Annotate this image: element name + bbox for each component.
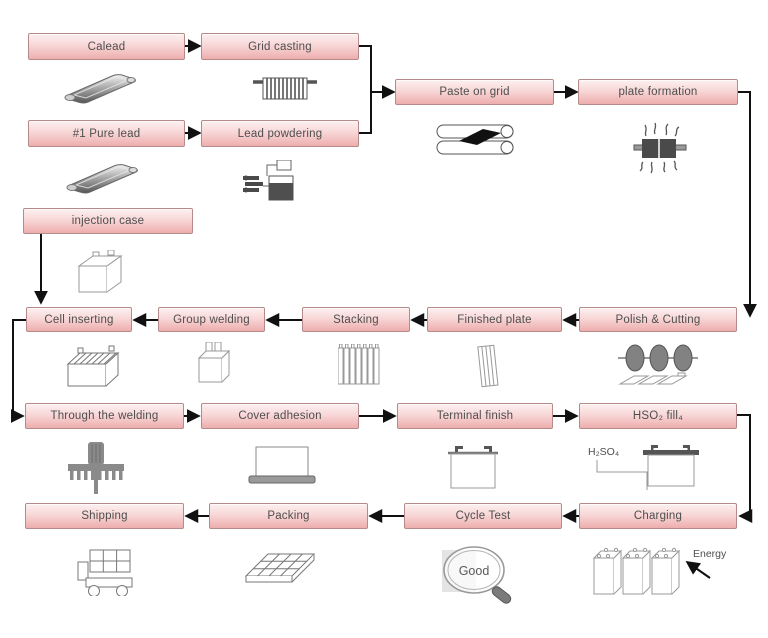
edge-cell-inserting-through-welding (10, 319, 26, 423)
node-packing: Packing (209, 503, 368, 529)
acid-fill-icon (596, 445, 699, 490)
node-plate-formation: plate formation (578, 79, 738, 105)
edge-plate-formation-polish-cutting (738, 91, 757, 318)
node-terminal-finish: Terminal finish (397, 403, 553, 429)
plate-stack-icon (338, 344, 380, 385)
node-lead-powdering: Lead powdering (201, 120, 359, 147)
powder-mill-icon (243, 160, 294, 201)
welding-tool-icon (68, 442, 124, 494)
welded-group-icon (197, 342, 231, 383)
node-cycle-test: Cycle Test (404, 503, 562, 529)
polishing-wheels-icon (618, 344, 698, 385)
cover-base-icon (248, 446, 316, 484)
pallet-icon (244, 553, 316, 583)
node-hso-fill: HSO₂ fill₄ (579, 403, 737, 429)
node-calead: Calead (28, 33, 185, 60)
magnifier-good-icon: Good (442, 546, 512, 604)
cast-grid-icon (253, 77, 317, 100)
edge-hso-fill-charging (737, 414, 753, 523)
battery-bank-icon (592, 547, 681, 595)
node-stacking: Stacking (302, 307, 410, 332)
node-through-welding: Through the welding (25, 403, 184, 429)
node-group-welding: Group welding (158, 307, 265, 332)
lead-ingot-icon (66, 164, 138, 194)
single-plate-icon (477, 344, 499, 388)
edge-join-casting-powdering (359, 45, 372, 134)
filled-case-icon (66, 345, 120, 387)
forklift-icon (77, 549, 133, 596)
node-cover-adhesion: Cover adhesion (201, 403, 359, 429)
battery-case-icon (77, 250, 123, 293)
node-pure-lead: #1 Pure lead (28, 120, 185, 147)
battery-terminals-icon (448, 446, 498, 489)
h2so4-label: H₂SO₄ (588, 446, 620, 458)
node-finished-plate: Finished plate (427, 307, 562, 332)
paste-rollers-icon (436, 124, 514, 155)
edge-energy-charging (685, 561, 711, 579)
node-cell-inserting: Cell inserting (26, 307, 132, 332)
energy-label: Energy (693, 548, 727, 560)
node-polish-cutting: Polish & Cutting (579, 307, 737, 332)
node-shipping: Shipping (25, 503, 184, 529)
good-label: Good (459, 564, 490, 578)
node-injection-case: injection case (23, 208, 193, 234)
curing-oven-icon (633, 122, 687, 174)
node-charging: Charging (579, 503, 737, 529)
node-grid-casting: Grid casting (201, 33, 359, 60)
lead-ingot-icon (64, 74, 136, 104)
node-paste-on-grid: Paste on grid (395, 79, 554, 105)
